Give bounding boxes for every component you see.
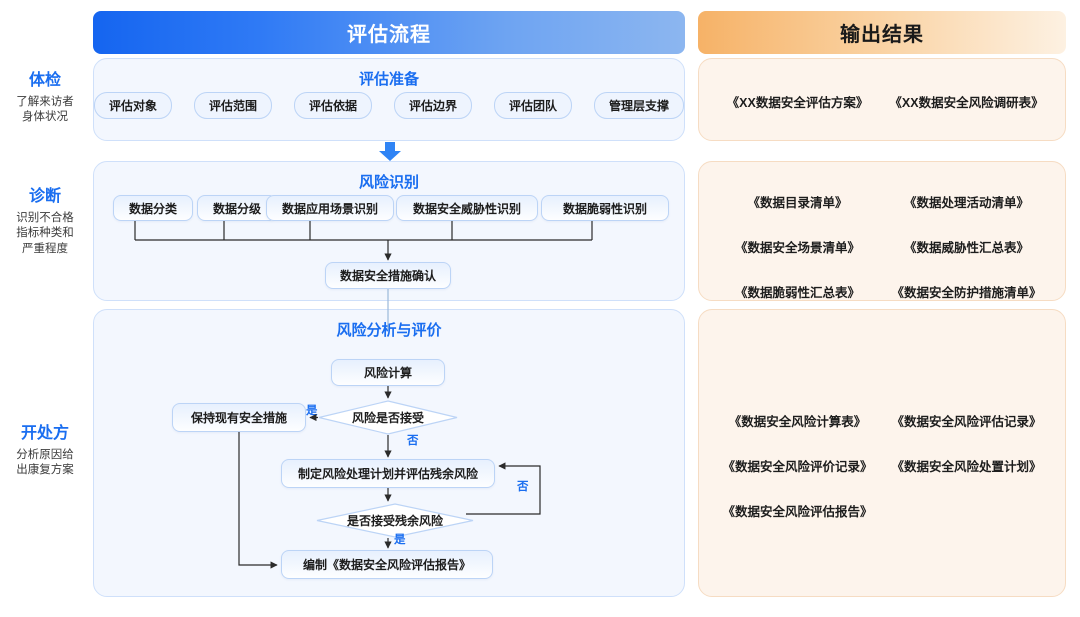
panel-risk-analysis-evaluation: 风险分析与评价 bbox=[93, 309, 685, 597]
stage-title: 开处方 bbox=[20, 425, 69, 442]
chip-assessment-scope[interactable]: 评估范围 bbox=[193, 92, 272, 119]
chip-assessment-boundary[interactable]: 评估边界 bbox=[394, 92, 473, 119]
node-compile-report[interactable]: 编制《数据安全风险评估报告》 bbox=[281, 550, 493, 579]
node-data-vulnerability-identification[interactable]: 数据脆弱性识别 bbox=[541, 195, 669, 221]
node-keep-existing-measures[interactable]: 保持现有安全措施 bbox=[172, 403, 306, 432]
node-security-measure-confirmation[interactable]: 数据安全措施确认 bbox=[325, 262, 451, 289]
output-panel-identification: 《数据目录清单》 《数据处理活动清单》 《数据安全场景清单》 《数据威胁性汇总表… bbox=[698, 161, 1066, 301]
output-panel-preparation: 《XX数据安全评估方案》 《XX数据安全风险调研表》 bbox=[698, 58, 1066, 141]
output-item: 《数据威胁性汇总表》 bbox=[903, 241, 1029, 255]
stage-desc: 分析原因给出康复方案 bbox=[16, 448, 74, 477]
output-item: 《数据安全风险处置计划》 bbox=[891, 460, 1042, 474]
output-item: 《XX数据安全评估方案》 bbox=[726, 96, 869, 110]
down-arrow-icon bbox=[378, 142, 402, 162]
output-item: 《数据目录清单》 bbox=[747, 196, 848, 210]
output-item: 《数据安全风险评估记录》 bbox=[891, 415, 1042, 429]
decision-label: 风险是否接受 bbox=[351, 411, 424, 425]
node-data-threat-identification[interactable]: 数据安全威胁性识别 bbox=[396, 195, 538, 221]
stage-title: 诊断 bbox=[28, 188, 61, 205]
node-data-classification[interactable]: 数据分类 bbox=[113, 195, 193, 221]
output-item: 《数据安全风险计算表》 bbox=[728, 415, 867, 429]
output-column-title: 输出结果 bbox=[840, 24, 924, 46]
output-item: 《数据安全防护措施清单》 bbox=[891, 286, 1042, 300]
output-list: 《XX数据安全评估方案》 《XX数据安全风险调研表》 bbox=[699, 92, 1065, 111]
branch-label-residual-yes: 是 bbox=[394, 534, 406, 546]
output-list: 《数据目录清单》 《数据处理活动清单》 《数据安全场景清单》 《数据威胁性汇总表… bbox=[699, 192, 1065, 301]
output-item: 《数据安全场景清单》 bbox=[734, 241, 860, 255]
stage-label-prescription: 开处方 分析原因给出康复方案 bbox=[0, 423, 90, 479]
output-item: 《数据安全风险评估报告》 bbox=[722, 505, 873, 519]
stage-desc: 识别不合格指标种类和严重程度 bbox=[16, 211, 74, 255]
output-list: 《数据安全风险计算表》 《数据安全风险评估记录》 《数据安全风险评价记录》 《数… bbox=[699, 411, 1065, 520]
branch-label-residual-no: 否 bbox=[517, 481, 529, 493]
stage-title: 体检 bbox=[28, 72, 61, 89]
panel-assessment-preparation: 评估准备 评估对象 评估范围 评估依据 评估边界 评估团队 管理层支撑 bbox=[93, 58, 685, 141]
decision-label: 是否接受残余风险 bbox=[346, 514, 443, 528]
output-item: 《XX数据安全风险调研表》 bbox=[889, 96, 1044, 110]
decision-risk-acceptable[interactable]: 风险是否接受 bbox=[318, 400, 458, 435]
branch-label-accept-yes: 是 bbox=[306, 405, 318, 417]
chip-assessment-basis[interactable]: 评估依据 bbox=[293, 92, 372, 119]
stage-label-physical-exam: 体检 了解来访者身体状况 bbox=[0, 70, 90, 126]
stage-desc: 了解来访者身体状况 bbox=[16, 95, 74, 124]
chip-assessment-object[interactable]: 评估对象 bbox=[93, 92, 172, 119]
chip-assessment-team[interactable]: 评估团队 bbox=[494, 92, 573, 119]
output-item: 《数据安全风险评价记录》 bbox=[722, 460, 873, 474]
chip-management-support[interactable]: 管理层支撑 bbox=[594, 92, 685, 119]
panel-title: 评估准备 bbox=[358, 71, 419, 88]
output-column-header: 输出结果 bbox=[698, 11, 1066, 54]
node-risk-treatment-plan[interactable]: 制定风险处理计划并评估残余风险 bbox=[281, 459, 495, 488]
output-item: 《数据处理活动清单》 bbox=[903, 196, 1029, 210]
node-risk-calculation[interactable]: 风险计算 bbox=[331, 359, 445, 386]
panel-title: 风险分析与评价 bbox=[336, 322, 442, 339]
node-data-grading[interactable]: 数据分级 bbox=[197, 195, 277, 221]
branch-label-accept-no: 否 bbox=[407, 435, 419, 447]
decision-residual-risk-acceptable[interactable]: 是否接受残余风险 bbox=[316, 503, 474, 538]
output-item: 《数据脆弱性汇总表》 bbox=[734, 286, 860, 300]
process-column-header: 评估流程 bbox=[93, 11, 685, 54]
stage-label-diagnosis: 诊断 识别不合格指标种类和严重程度 bbox=[0, 186, 90, 257]
preparation-chip-row: 评估对象 评估范围 评估依据 评估边界 评估团队 管理层支撑 bbox=[93, 92, 685, 119]
panel-title: 风险识别 bbox=[358, 174, 419, 191]
node-data-scenario-identification[interactable]: 数据应用场景识别 bbox=[266, 195, 394, 221]
process-column-title: 评估流程 bbox=[347, 24, 431, 46]
output-panel-analysis: 《数据安全风险计算表》 《数据安全风险评估记录》 《数据安全风险评价记录》 《数… bbox=[698, 309, 1066, 597]
